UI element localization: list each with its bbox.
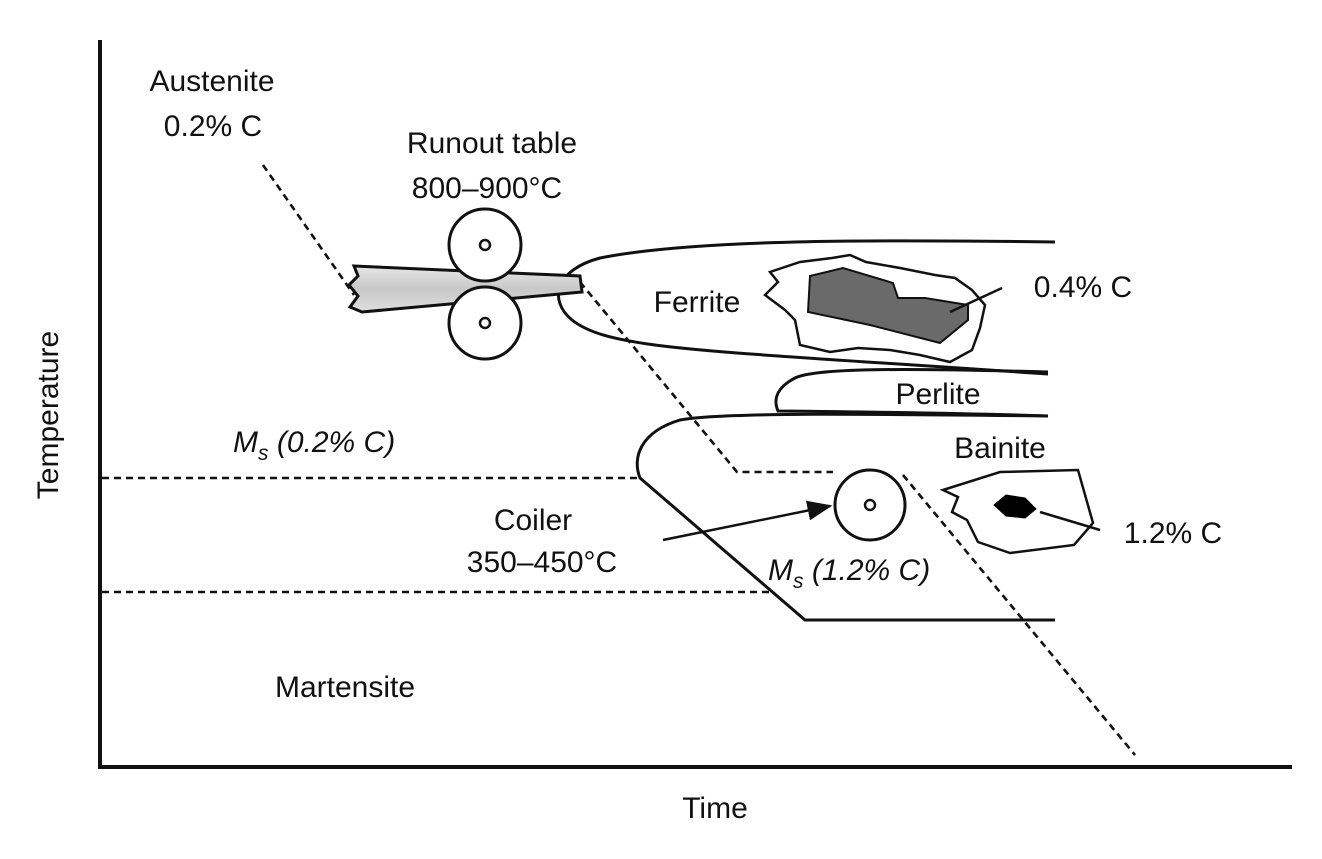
ms-02-subscript: s <box>258 442 269 465</box>
martensite-label: Martensite <box>275 671 415 704</box>
ms-02-condition: (0.2% C) <box>269 426 396 459</box>
cooling-path-final <box>901 474 1137 756</box>
ferrite-label: Ferrite <box>654 286 741 319</box>
ms-12-label: Ms (1.2% C) <box>768 554 930 593</box>
ferrite-carbon-label: 0.4% C <box>1034 271 1132 304</box>
bainite-callout-line <box>1039 510 1101 532</box>
bainite-carbon-label: 1.2% C <box>1124 517 1222 550</box>
runout-table-label: Runout table <box>407 127 577 160</box>
coiler-roll <box>833 468 907 542</box>
austenite-label: Austenite <box>149 65 274 98</box>
coiler-arrow <box>662 500 833 542</box>
x-axis-label: Time <box>682 792 748 825</box>
perlite-nose-curve <box>774 368 1049 418</box>
ms-12-symbol: M <box>768 554 793 587</box>
bainite-grain-outline <box>939 468 1095 555</box>
y-axis-label: Temperature <box>32 331 65 499</box>
ms-02-label: Ms (0.2% C) <box>233 426 395 465</box>
ms-02-symbol: M <box>233 426 258 459</box>
lower-roller <box>447 285 523 361</box>
cooling-path-runout <box>578 281 833 474</box>
ferrite-grain-outline <box>763 253 987 364</box>
bainite-grain-core <box>993 494 1037 519</box>
steel-strip <box>346 264 584 314</box>
bainite-nose-curve <box>635 412 1055 622</box>
runout-temp-label: 800–900°C <box>412 172 562 205</box>
coiler-temp-label: 350–450°C <box>467 546 617 579</box>
coiler-label: Coiler <box>494 504 572 537</box>
ms-12-condition: (1.2% C) <box>804 554 931 587</box>
austenite-carbon-label: 0.2% C <box>164 110 262 143</box>
ms-12-subscript: s <box>793 570 804 593</box>
perlite-label: Perlite <box>895 378 980 411</box>
upper-roller <box>447 207 523 283</box>
ferrite-grain-core <box>806 266 969 345</box>
ferrite-callout-line <box>949 286 1003 314</box>
cooling-path <box>261 164 356 296</box>
bainite-label: Bainite <box>954 432 1046 465</box>
